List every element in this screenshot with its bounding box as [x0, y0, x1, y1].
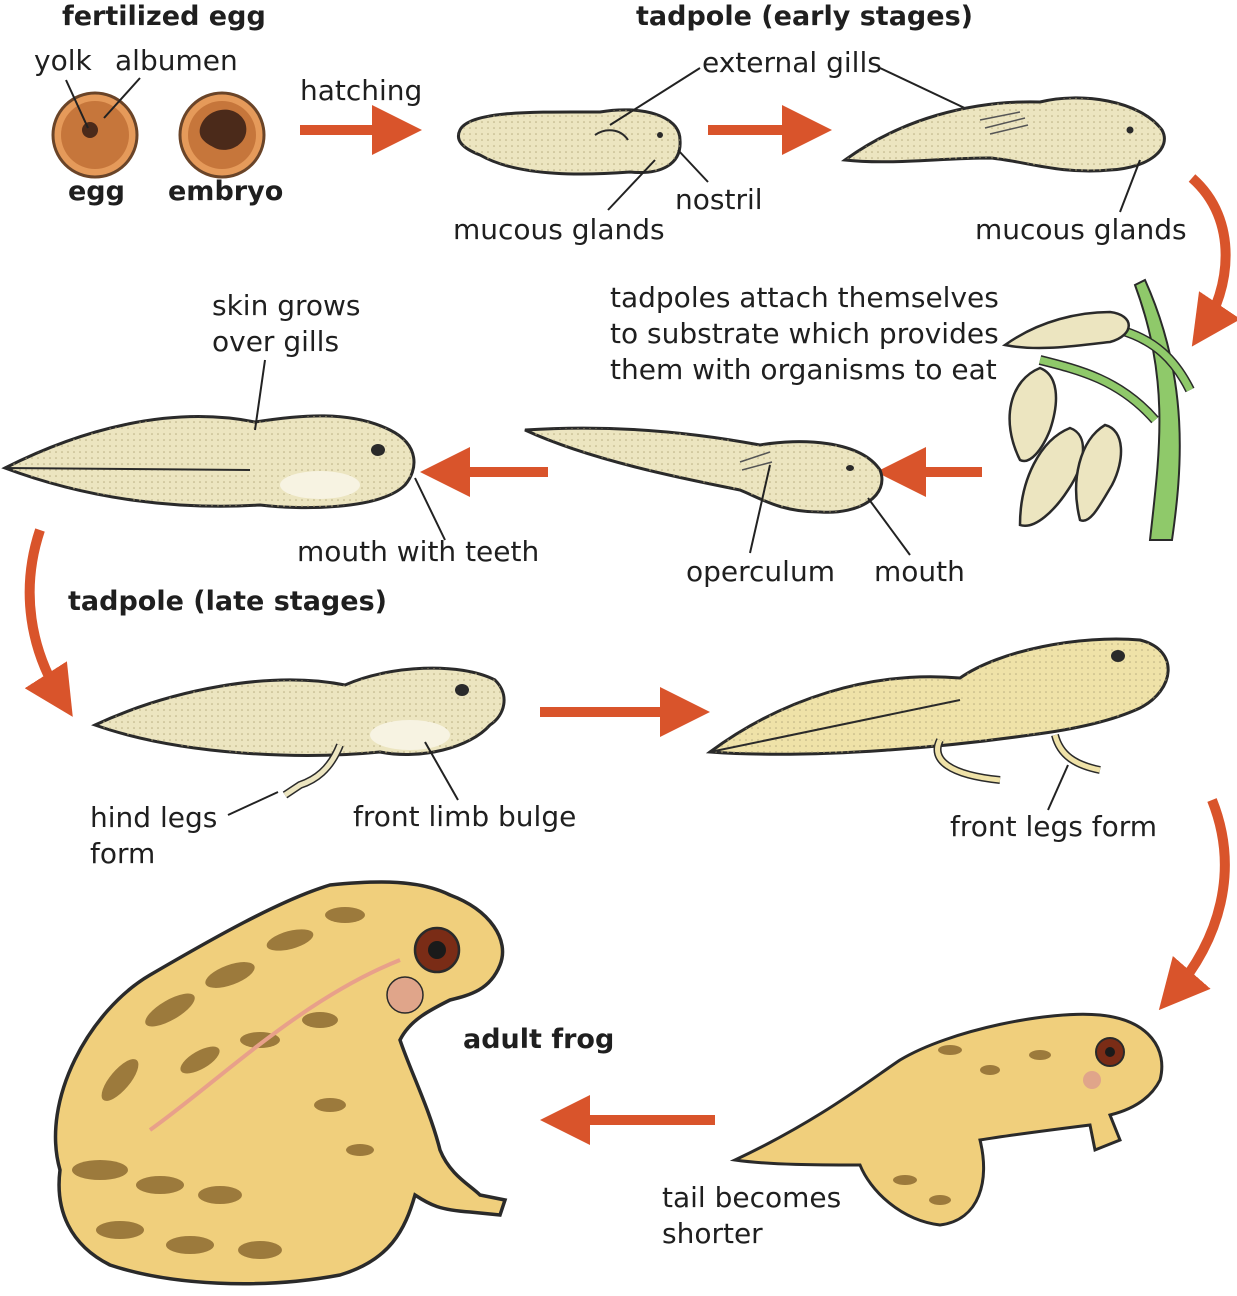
tail-shorter-label: tail becomes shorter: [662, 1181, 842, 1250]
hind-legs-leader: [227, 791, 279, 816]
front-legs-form-label: front legs form: [950, 810, 1158, 843]
arrow-to-late: [24, 528, 73, 717]
operculum-tadpole: [524, 426, 884, 514]
yolk-label: yolk: [34, 44, 92, 77]
tadpole-early-heading: tadpole (early stages): [636, 1, 973, 32]
tadpole-front-legs: [705, 637, 1170, 784]
nostril-leader: [677, 149, 709, 183]
mucous-glands-label-1: mucous glands: [453, 213, 665, 246]
hatching-label: hatching: [300, 74, 423, 107]
front-legs-form-leader: [1047, 764, 1069, 811]
arrow-to-young-frog: [1158, 798, 1230, 1011]
mouth-with-teeth-label: mouth with teeth: [297, 535, 540, 568]
plant-with-tadpoles: [1001, 278, 1195, 541]
tadpole-late-heading: tadpole (late stages): [68, 586, 387, 617]
external-gills-label: external gills: [702, 46, 882, 79]
mucous-glands-leader-1: [607, 159, 656, 211]
early-tadpole-with-gills: [840, 96, 1166, 173]
mouth-leader: [867, 497, 911, 556]
egg-label: egg: [68, 176, 125, 207]
nostril-label: nostril: [675, 183, 763, 216]
front-limb-bulge-label: front limb bulge: [353, 800, 577, 833]
front-limb-bulge-leader: [424, 741, 459, 801]
mucous-glands-leader-2: [1119, 159, 1141, 213]
hatchling-tadpole: [456, 108, 682, 176]
external-gills-leader-1: [609, 67, 701, 126]
embryo-icon: [178, 91, 266, 179]
young-frog-short-tail: [729, 1012, 1164, 1227]
egg-icon: [51, 91, 139, 179]
skin-over-gills-tadpole: [1, 414, 416, 510]
albumen-label: albumen: [115, 44, 238, 77]
operculum-leader: [749, 464, 771, 554]
hind-legs-label: hind legs form: [90, 801, 218, 870]
adult-frog: [53, 880, 508, 1286]
mucous-glands-label-2: mucous glands: [975, 213, 1187, 246]
arrow-to-plant: [1188, 174, 1237, 347]
yolk-leader: [65, 79, 89, 129]
embryo-label: embryo: [168, 176, 284, 207]
operculum-label: operculum: [686, 555, 835, 588]
attach-substrate-label: tadpoles attach themselves to substrate …: [610, 281, 999, 386]
skin-grows-label: skin grows over gills: [212, 289, 361, 358]
fertilized-egg-heading: fertilized egg: [62, 1, 266, 32]
late-tadpole-hind-legs: [91, 666, 506, 799]
mouth-label: mouth: [874, 555, 965, 588]
adult-frog-heading: adult frog: [463, 1024, 615, 1055]
albumen-leader: [103, 77, 141, 119]
skin-grows-leader: [254, 359, 266, 431]
mouth-with-teeth-leader: [414, 477, 446, 541]
